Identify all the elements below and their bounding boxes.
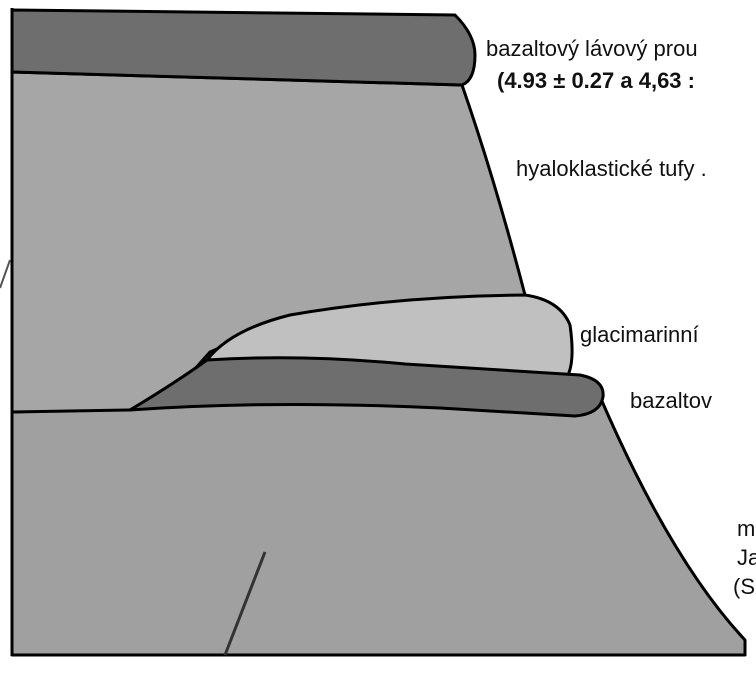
label-lower-unit-line2: Ja — [737, 545, 756, 571]
label-hyaloclastic-tuffs: hyaloklastické tufy . — [516, 156, 707, 182]
label-lower-unit-line3: (S — [733, 574, 755, 600]
label-glacimarine: glacimarinní — [580, 322, 699, 348]
left-leader-line — [0, 260, 10, 288]
lower-unit-layer — [12, 392, 745, 655]
basalt-top-layer — [12, 10, 475, 85]
label-basalt-top-age: (4.93 ± 0.27 a 4,63 : — [497, 68, 695, 94]
label-lower-unit-line1: m — [737, 516, 755, 542]
label-basalt-top: bazaltový lávový prou — [486, 36, 698, 62]
label-basalt-middle: bazaltov — [630, 388, 712, 414]
